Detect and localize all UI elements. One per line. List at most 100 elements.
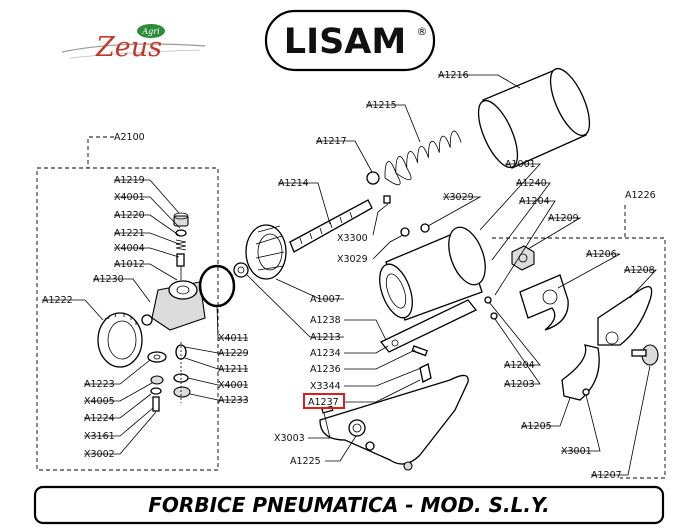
cylinder-front	[379, 263, 413, 319]
label-x3002: X3002	[84, 449, 115, 460]
label-a1225: A1225	[290, 456, 321, 467]
label-a1221: A1221	[114, 228, 145, 239]
label-a1226: A1226	[625, 190, 656, 201]
pin-a1236	[411, 345, 428, 357]
lisam-text: LISAM	[284, 22, 406, 62]
highlight-box-a1237	[303, 393, 345, 409]
knob-shaft	[631, 349, 647, 357]
trigger-pivot	[348, 419, 366, 437]
label-a2100: A2100	[114, 132, 145, 143]
label-a1209: A1209	[548, 213, 579, 224]
screw-x3001	[582, 388, 590, 396]
registered-mark: ®	[417, 25, 428, 38]
label-a1234: A1234	[310, 348, 341, 359]
blade-a1208-pivot	[605, 331, 619, 345]
cover-open-end	[477, 99, 519, 169]
footer-box	[33, 485, 665, 525]
label-a1219: A1219	[114, 175, 145, 186]
label-x3003: X3003	[274, 433, 305, 444]
agri-badge	[137, 24, 165, 38]
rod-thread	[299, 211, 353, 245]
o-ring-x4011	[198, 264, 236, 308]
label-a1211: A1211	[218, 364, 249, 375]
piston-a1007	[245, 224, 287, 280]
label-a1237: A1237	[308, 397, 339, 408]
trigger-hole	[365, 441, 375, 451]
leader-lines	[42, 74, 657, 476]
hex-nut-hole	[237, 266, 245, 274]
label-x4005: X4005	[84, 396, 115, 407]
label-x4001-top: X4001	[114, 192, 145, 203]
valve-top-boss	[168, 280, 198, 300]
label-a1224: A1224	[84, 413, 115, 424]
blade-a1208	[597, 286, 653, 346]
label-a1204-top: A1204	[519, 196, 550, 207]
trigger-pivot-hole	[352, 423, 362, 433]
label-a1238: A1238	[310, 315, 341, 326]
blade-parts	[511, 245, 659, 401]
label-a1204-bottom: A1204	[504, 360, 535, 371]
cover-closed-end	[549, 67, 591, 137]
washer-hole	[153, 354, 161, 360]
trigger-a1225	[319, 374, 469, 465]
label-x3029-right: X3029	[443, 192, 474, 203]
piston-ribs	[255, 225, 285, 271]
label-a1214: A1214	[278, 178, 309, 189]
label-a1233: A1233	[218, 395, 249, 406]
labels-right: A1001 X3029 A1240 A1204 A1209 A1226 A120…	[443, 159, 656, 481]
screw-a1203	[490, 312, 498, 320]
a2100-leader	[87, 136, 114, 168]
knurled-nut	[97, 312, 143, 368]
label-a1216: A1216	[438, 70, 469, 81]
washer-a1223	[147, 351, 167, 363]
blade-a1206	[519, 274, 569, 331]
label-a1223: A1223	[84, 379, 115, 390]
nut-x4005	[150, 375, 164, 385]
label-a1213: A1213	[310, 332, 341, 343]
lever-a1238	[379, 299, 478, 353]
label-x4004: X4004	[114, 243, 145, 254]
label-a1207: A1207	[591, 470, 622, 481]
label-x3300: X3300	[337, 233, 368, 244]
spring-clip-a1237	[419, 363, 432, 383]
label-a1217: A1217	[316, 136, 347, 147]
zeus-agri-text: Agri	[141, 27, 160, 36]
footer-title: FORBICE PNEUMATICA - MOD. S.L.Y.	[148, 493, 549, 517]
label-a1208: A1208	[624, 265, 655, 276]
pin-x4004	[176, 253, 185, 267]
footer: FORBICE PNEUMATICA - MOD. S.L.Y.	[33, 485, 665, 525]
seal-a1233	[173, 386, 191, 398]
label-a1007: A1007	[310, 294, 341, 305]
label-x4011: X4011	[218, 333, 249, 344]
cylinder-flange	[448, 226, 486, 286]
valve-assembly-parts	[97, 212, 236, 412]
labels-center: A1216 A1215 A1217 A1214 X3300 X3029 A100…	[274, 70, 469, 467]
cylinder-bore	[385, 273, 407, 309]
label-x3029-left: X3029	[337, 254, 368, 265]
labels-left: A2100 A1219 X4001 A1220 A1221 X4004 A101…	[42, 132, 249, 460]
label-a1012: A1012	[114, 259, 145, 270]
label-x3001: X3001	[561, 446, 592, 457]
screw-x3029-a	[400, 227, 410, 237]
assembly-a2100-box	[36, 167, 219, 471]
label-a1001: A1001	[505, 159, 536, 170]
label-a1215: A1215	[366, 100, 397, 111]
zeus-swoosh	[61, 43, 206, 53]
screw-x3029-b	[420, 223, 430, 233]
cylinder-parts	[233, 67, 591, 471]
hex-nut-a1213	[233, 262, 249, 278]
valve-top-hole	[176, 285, 190, 295]
knurl-marks	[103, 312, 137, 325]
hex-nut-a1209	[511, 245, 535, 271]
label-a1236: A1236	[310, 364, 341, 375]
knurled-nut-inner	[107, 320, 137, 360]
piston-inner	[257, 233, 283, 271]
lever-hole	[391, 339, 399, 347]
label-a1203: A1203	[504, 379, 535, 390]
label-x3344: X3344	[310, 381, 341, 392]
label-a1229: A1229	[218, 348, 249, 359]
o-ring-small	[175, 229, 187, 237]
spring-a1215	[384, 130, 462, 186]
